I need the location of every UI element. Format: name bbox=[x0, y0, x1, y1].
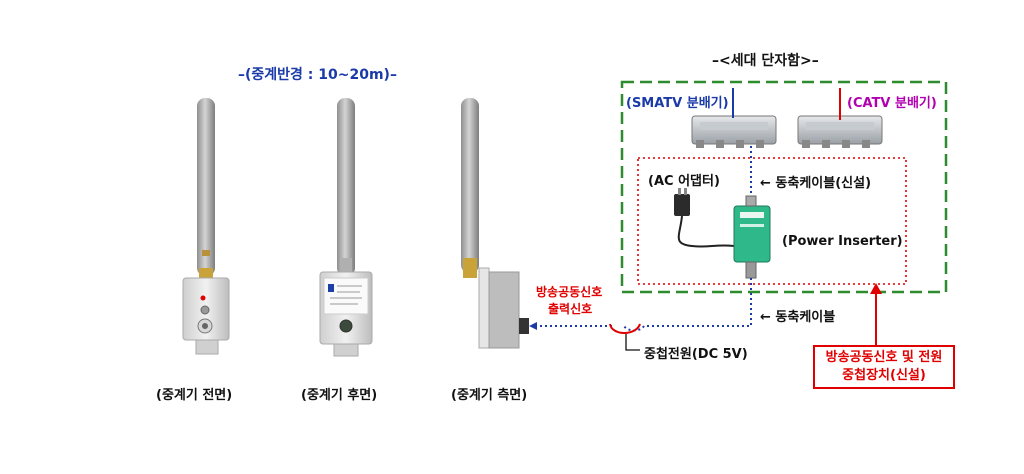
caption-back: (중계기 후면) bbox=[301, 388, 378, 403]
callout-arrow-head bbox=[870, 283, 882, 294]
coverage-range-title: –(중계반경 : 10~20m)– bbox=[238, 67, 397, 83]
coax-label: ← 동축케이블 bbox=[760, 310, 836, 325]
coax-new-label: ← 동축케이블(신설) bbox=[760, 176, 872, 191]
smatv-splitter-image bbox=[691, 115, 777, 148]
output-signal-line1: 방송공동신호 bbox=[536, 285, 603, 299]
repeater-back-image bbox=[319, 98, 373, 357]
ac-adapter-image bbox=[674, 188, 735, 248]
coax-line bbox=[644, 278, 752, 327]
catv-splitter-label: (CATV 분배기) bbox=[847, 96, 937, 111]
callout-box: 방송공동신호 및 전원 중첩장치(신설) bbox=[813, 345, 955, 389]
caption-side: (중계기 측면) bbox=[451, 388, 528, 403]
caption-front: (중계기 전면) bbox=[156, 388, 233, 403]
household-terminal-box bbox=[620, 80, 948, 294]
superposed-power-leader bbox=[625, 334, 640, 351]
output-signal-line2: 출력신호 bbox=[548, 302, 593, 316]
smatv-splitter-label: (SMATV 분배기) bbox=[626, 96, 729, 111]
household-box-title: –<세대 단자함>– bbox=[712, 53, 819, 69]
repeater-side-image bbox=[461, 98, 537, 349]
power-inserter-image bbox=[733, 195, 771, 279]
ac-adapter-label: (AC 어댑터) bbox=[648, 174, 720, 189]
inserter-group-box bbox=[637, 157, 907, 285]
catv-splitter-image bbox=[797, 115, 883, 148]
superposed-power-label: 중첩전원(DC 5V) bbox=[644, 347, 748, 362]
superposed-power-marker bbox=[609, 323, 641, 334]
repeater-front-image bbox=[182, 98, 230, 355]
power-inserter-label: (Power Inserter) bbox=[782, 234, 903, 249]
